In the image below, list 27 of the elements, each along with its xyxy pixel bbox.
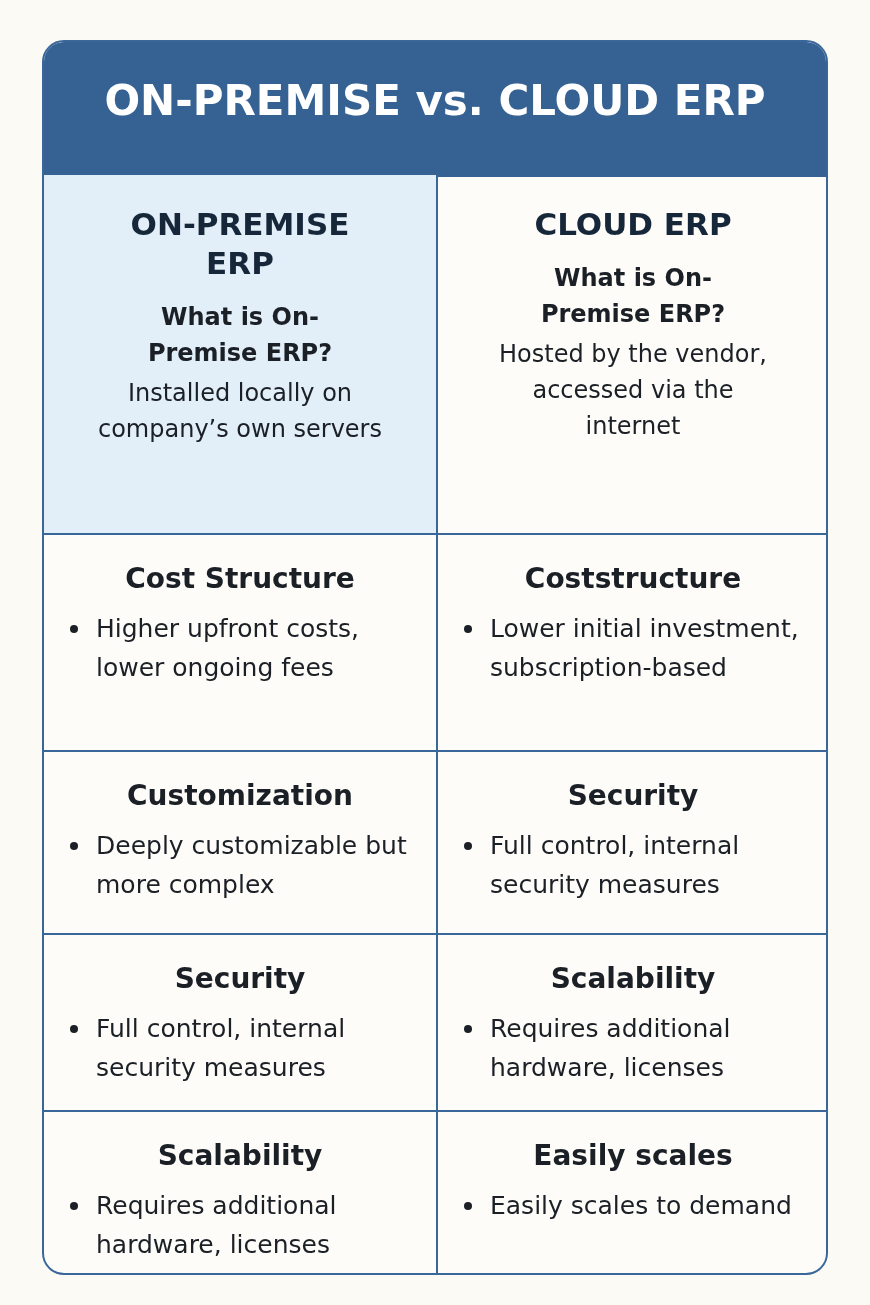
bullet-text: Easily scales to demand [490, 1190, 792, 1222]
row-heading: Scalability [157, 1138, 323, 1173]
bullet-text: Requires additional hardware, licenses [490, 1013, 732, 1084]
row-heading: Scalability [550, 961, 716, 996]
bullet-text: Requires additional hardware, licenses [96, 1190, 338, 1261]
table-cell [44, 935, 438, 1112]
title: ON-PREMISE vs. CLOUD ERP [103, 76, 767, 125]
question-text: What is On-Premise ERP? [146, 301, 334, 369]
row-heading: Customization [127, 778, 353, 813]
row-heading: Security [567, 778, 699, 813]
table-cell [44, 175, 438, 535]
description-text: Installed locally on company’s own servers [97, 377, 383, 445]
bullet-text: Lower initial investment, subscription-based [490, 613, 800, 684]
row-heading: Cost Structure [125, 561, 355, 596]
bullet-text: Deeply customizable but more complex [96, 830, 408, 901]
column-heading: CLOUD ERP [533, 205, 733, 244]
table-cell [44, 535, 438, 752]
row-heading: Security [174, 961, 306, 996]
bullet-text: Full control, internal security measures [96, 1013, 347, 1084]
question-text: What is On-Premise ERP? [539, 262, 727, 330]
row-heading: Coststructure [524, 561, 742, 596]
description-text: Hosted by the vendor, accessed via the internet [498, 338, 768, 442]
bullet-text: Higher upfront costs, lower ongoing fees [96, 613, 361, 684]
column-heading: ON-PREMISE ERP [129, 205, 351, 283]
bullet-text: Full control, internal security measures [490, 830, 741, 901]
row-heading: Easily scales [533, 1138, 733, 1173]
table-cell [44, 752, 438, 935]
